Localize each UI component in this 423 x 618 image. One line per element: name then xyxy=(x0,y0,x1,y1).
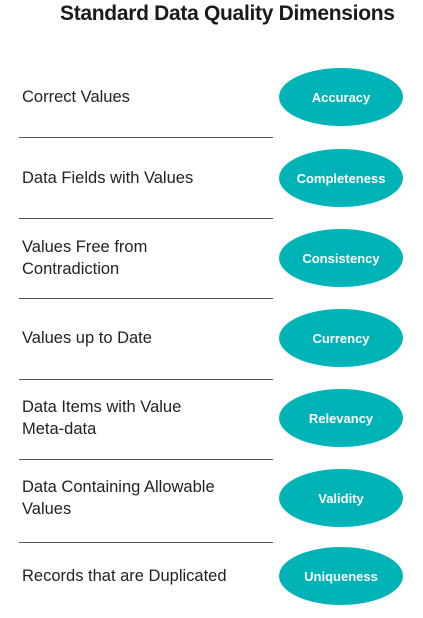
dimension-row-validity: Data Containing Allowable Values Validit… xyxy=(0,458,423,538)
dimension-row-relevancy: Data Items with Value Meta-data Relevanc… xyxy=(0,378,423,458)
dimension-description: Values up to Date xyxy=(22,329,152,347)
page-title: Standard Data Quality Dimensions xyxy=(60,2,395,25)
row-divider xyxy=(19,218,273,219)
dimension-badge-consistency: Consistency xyxy=(279,229,403,287)
dimension-description: Data Items with Value Meta-data xyxy=(22,398,182,438)
dimension-badge-validity: Validity xyxy=(279,469,403,527)
row-divider xyxy=(19,459,273,460)
dimension-row-uniqueness: Records that are Duplicated Uniqueness xyxy=(0,536,423,616)
dimension-row-consistency: Values Free from Contradiction Consisten… xyxy=(0,218,423,298)
dimension-badge-uniqueness: Uniqueness xyxy=(279,547,403,605)
row-divider xyxy=(19,298,273,299)
dimension-description: Correct Values xyxy=(22,88,130,106)
dimension-description: Values Free from Contradiction xyxy=(22,238,148,278)
dimension-description: Data Fields with Values xyxy=(22,169,194,187)
dimension-badge-accuracy: Accuracy xyxy=(279,68,403,126)
dimension-row-accuracy: Correct Values Accuracy xyxy=(0,57,423,137)
dimension-description: Data Containing Allowable Values xyxy=(22,478,215,518)
row-divider xyxy=(19,542,273,543)
dimension-badge-completeness: Completeness xyxy=(279,149,403,207)
dimension-row-completeness: Data Fields with Values Completeness xyxy=(0,138,423,218)
dimension-row-currency: Values up to Date Currency xyxy=(0,298,423,378)
row-divider xyxy=(19,379,273,380)
dimension-description: Records that are Duplicated xyxy=(22,567,227,585)
dimension-badge-currency: Currency xyxy=(279,309,403,367)
row-divider xyxy=(19,137,273,138)
dimension-badge-relevancy: Relevancy xyxy=(279,389,403,447)
